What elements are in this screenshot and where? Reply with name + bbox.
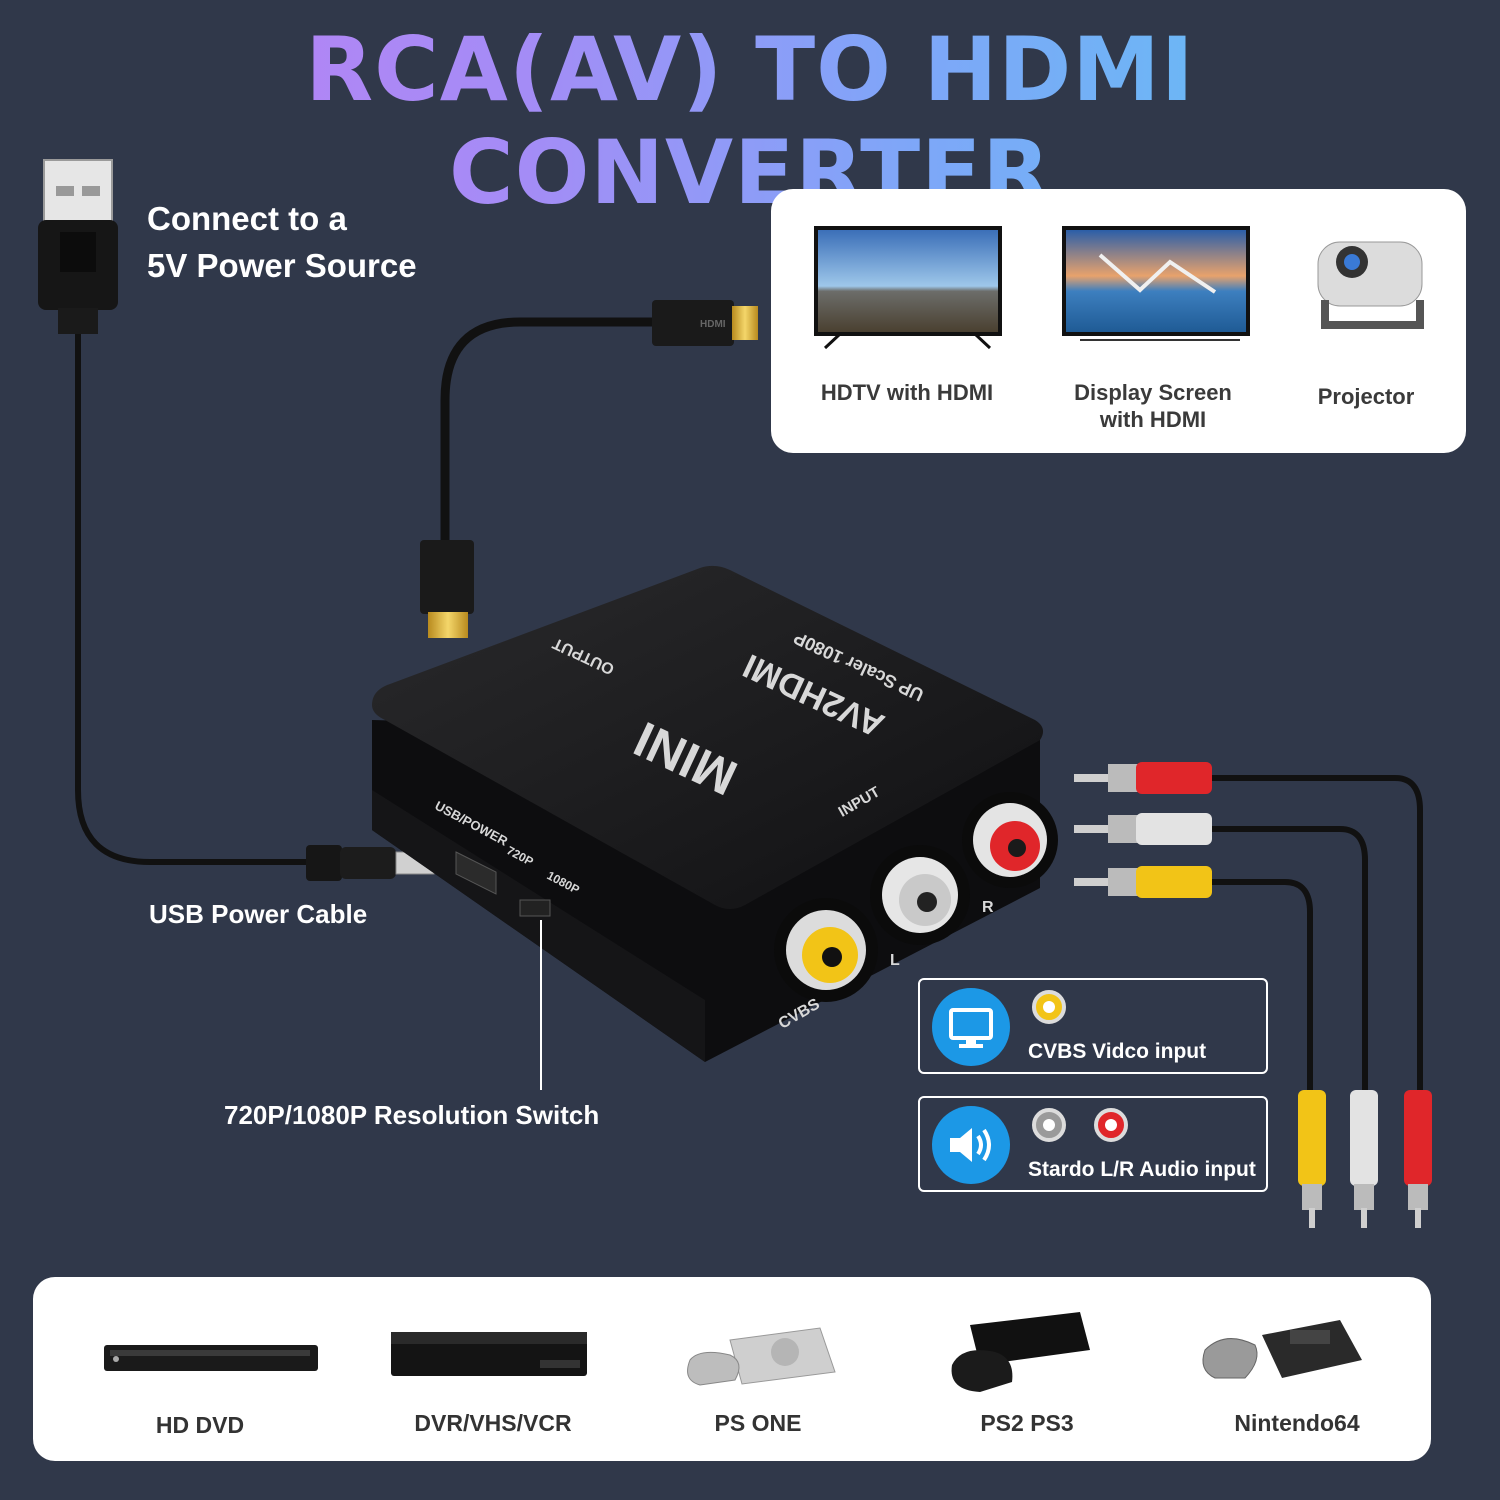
nintendo64-console-icon bbox=[1202, 1320, 1362, 1379]
video-input-info-box: CVBS Vidco input bbox=[918, 978, 1268, 1074]
source-label-dvr-vhs-vcr: DVR/VHS/VCR bbox=[414, 1410, 572, 1436]
jack-r-red bbox=[962, 792, 1058, 888]
ps2-ps3-console-icon bbox=[951, 1312, 1090, 1392]
source-label-ps-one: PS ONE bbox=[714, 1410, 802, 1436]
rca-plug-white bbox=[1074, 813, 1212, 845]
hdmi-plug-label-top: HDMI bbox=[700, 319, 726, 330]
jack-cvbs-yellow bbox=[774, 898, 878, 1002]
caption-hdtv: HDTV with HDMI bbox=[820, 380, 994, 405]
projector-icon bbox=[1317, 241, 1424, 329]
page-title: RCA(AV) TO HDMI CONVERTER bbox=[0, 18, 1500, 224]
monitor-icon bbox=[932, 988, 1010, 1066]
white-jack-icon bbox=[1032, 1108, 1066, 1142]
hd-dvd-player-icon bbox=[104, 1345, 318, 1371]
video-input-text: CVBS Vidco input bbox=[1028, 1040, 1207, 1063]
display-screen-icon bbox=[1062, 226, 1250, 341]
speaker-icon bbox=[932, 1106, 1010, 1184]
dvr-vhs-vcr-icon bbox=[391, 1332, 587, 1376]
usb-power-cable-label: USB Power Cable bbox=[149, 899, 368, 929]
power-source-line-1: Connect to a bbox=[147, 200, 347, 237]
power-source-line-2: 5V Power Source bbox=[147, 247, 417, 284]
ps-one-console-icon bbox=[687, 1327, 836, 1386]
resolution-switch-label: 720P/1080P Resolution Switch bbox=[224, 1100, 600, 1130]
audio-input-info-box: Stardo L/R Audio input bbox=[918, 1096, 1268, 1192]
power-source-label: Connect to a 5V Power Source bbox=[147, 195, 417, 289]
rca-plug-yellow bbox=[1074, 866, 1212, 898]
jack-r-label: R bbox=[982, 899, 994, 916]
source-label-hd-dvd: HD DVD bbox=[155, 1412, 245, 1438]
source-label-ps2-ps3: PS2 PS3 bbox=[980, 1410, 1074, 1436]
caption-display-screen: Display Screen with HDMI bbox=[1074, 380, 1232, 432]
jack-l-label: L bbox=[890, 952, 900, 969]
hdmi-cable: HDMI bbox=[420, 300, 758, 638]
caption-projector: Projector bbox=[1317, 384, 1415, 409]
rca-cables bbox=[1074, 762, 1432, 1228]
source-label-nintendo64: Nintendo64 bbox=[1234, 1410, 1360, 1436]
usb-cable bbox=[38, 159, 435, 881]
rca-plug-red bbox=[1074, 762, 1212, 794]
hdtv-icon bbox=[814, 226, 1002, 350]
red-jack-icon bbox=[1094, 1108, 1128, 1142]
audio-input-text: Stardo L/R Audio input bbox=[1028, 1158, 1256, 1181]
yellow-jack-icon bbox=[1032, 990, 1066, 1024]
jack-l-white bbox=[870, 845, 970, 945]
